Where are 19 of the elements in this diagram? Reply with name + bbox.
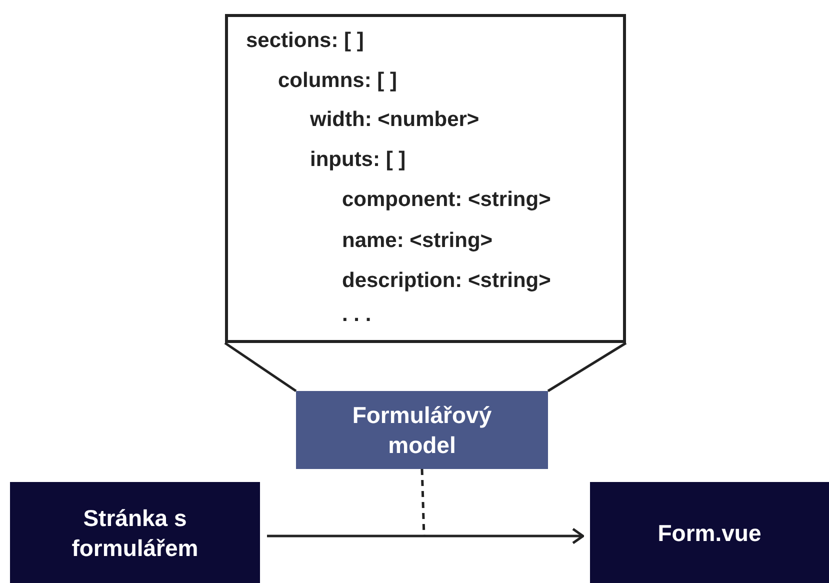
model-box [296,391,548,469]
code-line: description: <string> [342,269,551,293]
arrow [267,528,584,544]
component-box [590,482,829,583]
node-label: Stránka s formulářem [70,504,200,562]
node-label: Form.vue [656,518,762,548]
code-line: name: <string> [342,229,493,253]
connector-line [224,342,297,392]
code-line: component: <string> [342,188,551,212]
code-line: columns: [ ] [278,69,397,93]
connector-line [547,342,627,392]
code-line: inputs: [ ] [310,148,406,172]
code-line: sections: [ ] [246,29,364,53]
code-line: . . . [342,303,372,327]
code-line: width: <number> [310,108,480,132]
page-box [10,482,260,583]
node-label: Formulářový model [351,401,493,460]
dashed-line [420,468,426,536]
code-box [225,14,626,343]
